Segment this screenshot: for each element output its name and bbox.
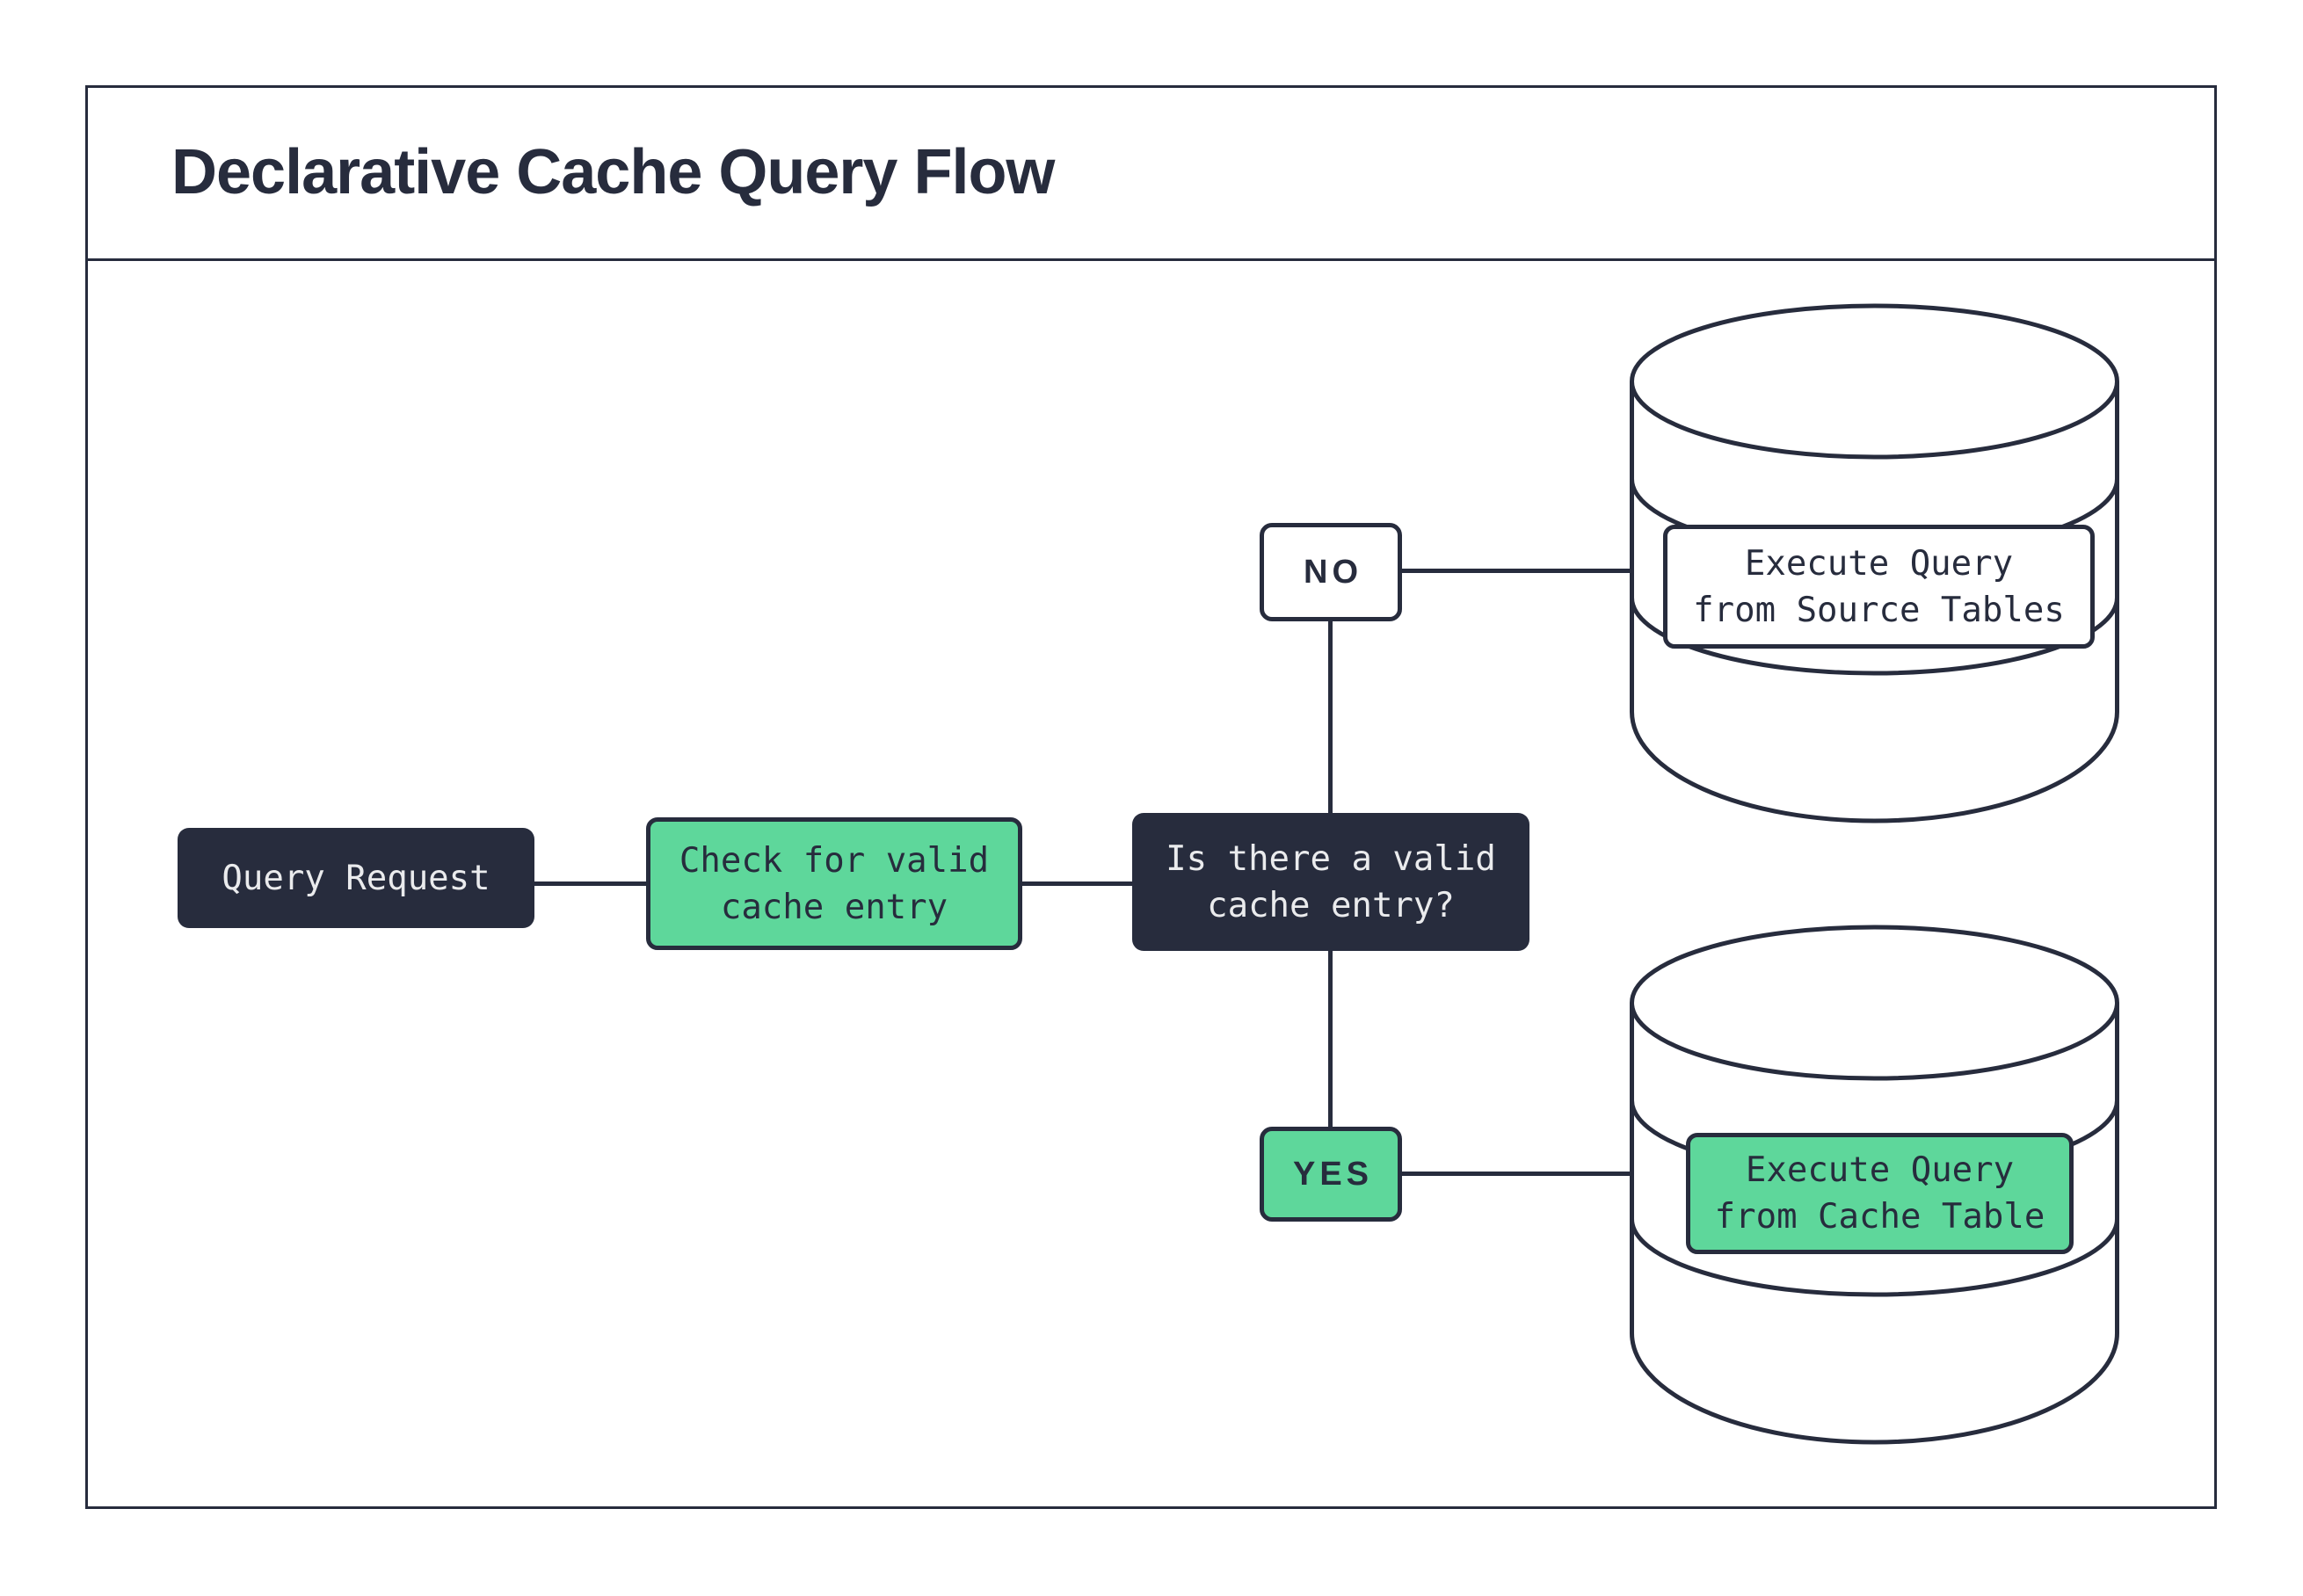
node-query-request: Query Request [178, 828, 534, 928]
connector-question-to-no [1328, 621, 1333, 815]
connector-question-to-yes [1328, 949, 1333, 1128]
connector-yes-to-cache-db [1402, 1172, 1632, 1176]
node-check-cache-entry: Check for valid cache entry [646, 817, 1022, 950]
diagram-header: Declarative Cache Query Flow [85, 85, 2217, 261]
connector-check-to-question [1022, 881, 1132, 886]
node-execute-query-source-tables: Execute Query from Source Tables [1663, 525, 2095, 649]
diagram-title: Declarative Cache Query Flow [171, 136, 1055, 207]
node-is-valid-cache-entry: Is there a valid cache entry? [1132, 813, 1529, 951]
edge-label-yes: YES [1260, 1127, 1402, 1222]
connector-no-to-source-db [1402, 569, 1632, 573]
node-execute-query-cache-table: Execute Query from Cache Table [1686, 1133, 2074, 1254]
edge-label-no: NO [1260, 523, 1402, 621]
connector-query-to-check [534, 881, 646, 886]
